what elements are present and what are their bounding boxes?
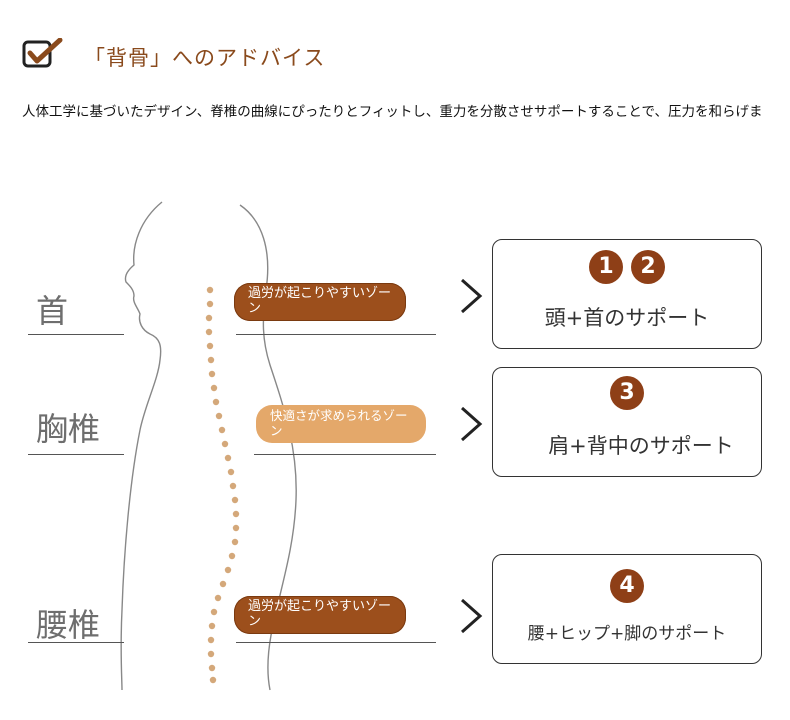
divider <box>28 642 124 643</box>
divider <box>254 454 436 455</box>
support-card-waist-hip-leg: 4 腰+ヒップ+脚のサポート <box>492 554 762 664</box>
page-title: 「背骨」へのアドバイス <box>84 46 326 70</box>
number-badge: 2 <box>631 250 665 284</box>
divider <box>28 454 124 455</box>
divider <box>236 642 436 643</box>
zone-tag: 過労が起こりやすいゾーン <box>234 596 406 634</box>
chevron-right-icon <box>461 406 483 442</box>
divider <box>236 334 436 335</box>
card-text: 頭+首のサポート <box>544 306 710 330</box>
spine-dots <box>205 286 240 684</box>
number-badge: 3 <box>610 376 644 410</box>
support-card-head-neck: 1 2 頭+首のサポート <box>492 239 762 349</box>
region-label-neck: 首 <box>36 292 69 330</box>
lead-text: 人体工学に基づいたデザイン、脊椎の曲線にぴったりとフィットし、重力を分散させサポ… <box>22 104 763 120</box>
card-text: 肩+背中のサポート <box>548 434 734 458</box>
support-card-shoulder-back: 3 肩+背中のサポート <box>492 367 762 477</box>
zone-tag: 快適さが求められるゾーン <box>256 405 426 443</box>
number-badge: 4 <box>610 569 644 603</box>
chevron-right-icon <box>461 598 483 634</box>
checkbox-icon <box>22 38 63 68</box>
region-label-thoracic: 胸椎 <box>36 410 101 448</box>
zone-tag: 過労が起こりやすいゾーン <box>234 283 406 321</box>
divider <box>28 334 124 335</box>
region-label-lumbar: 腰椎 <box>36 606 101 644</box>
card-text: 腰+ヒップ+脚のサポート <box>527 624 727 644</box>
number-badge: 1 <box>589 250 623 284</box>
chevron-right-icon <box>461 278 483 314</box>
